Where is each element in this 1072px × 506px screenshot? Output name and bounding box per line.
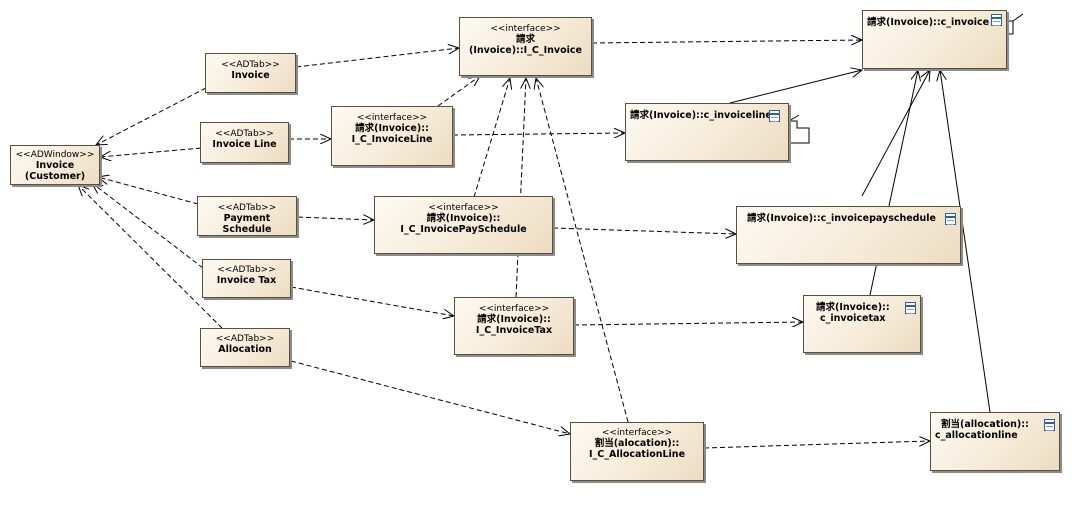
edge-if-invoicetax-tbl	[573, 322, 803, 325]
interface-name: 割当(alocation)::	[594, 438, 680, 449]
window-invoice-customer[interactable]: <<ADWindow>> Invoice (Customer)	[10, 145, 100, 185]
table-name: 請求(Invoice)::c_invoiceline	[630, 110, 772, 121]
table-name: 請求(Invoice)::c_invoice	[867, 17, 990, 28]
stereotype-label: <<ADTab>>	[215, 334, 275, 344]
edge-tab-payschedule-if	[297, 217, 374, 220]
window-name: Invoice	[35, 160, 75, 171]
stereotype-label: <<ADWindow>>	[15, 150, 95, 160]
interface-i-c-invoice[interactable]: <<interface>> 請求(Invoice)::I_C_Invoice	[459, 17, 592, 76]
table-name: 請求(Invoice)::c_invoicepayschedule	[747, 213, 936, 224]
table-c-allocationline[interactable]: 割当(allocation):: c_allocationline	[930, 412, 1060, 471]
tab-invoice[interactable]: <<ADTab>> Invoice	[205, 53, 296, 93]
interface-i-c-allocationline[interactable]: <<interface>> 割当(alocation):: I_C_Alloca…	[570, 422, 704, 481]
tab-payment-schedule[interactable]: <<ADTab>> Payment Schedule	[197, 196, 297, 236]
table-name: 割当(allocation)::	[941, 419, 1029, 430]
edge-tbl-invoiceline-self	[789, 120, 810, 144]
table-icon	[905, 302, 916, 314]
tab-name: Payment Schedule	[222, 213, 272, 235]
edge-tab-invoicetax-window	[92, 183, 204, 269]
edge-tbl-invoiceline-self-arrow	[788, 114, 800, 122]
tab-invoice-line[interactable]: <<ADTab>> Invoice Line	[200, 122, 289, 163]
edge-if-invoiceline-if-invoice	[437, 76, 480, 107]
edge-tab-allocation-window	[78, 185, 223, 329]
interface-name-line2: I_C_InvoiceLine	[351, 134, 433, 145]
table-icon	[1044, 419, 1055, 431]
stereotype-label: <<ADTab>>	[217, 265, 276, 275]
edge-if-allocationline-if-invoice	[536, 78, 629, 423]
stereotype-label: <<interface>>	[356, 113, 428, 123]
edge-tab-payschedule-window	[98, 177, 199, 205]
tab-invoice-tax[interactable]: <<ADTab>> Invoice Tax	[202, 259, 291, 298]
stereotype-label: <<ADTab>>	[215, 129, 274, 139]
stereotype-label: <<interface>>	[428, 203, 499, 213]
table-c-invoice[interactable]: 請求(Invoice)::c_invoice	[862, 10, 1007, 69]
edge-tbl-allocationline-tbl-invoice	[940, 70, 991, 413]
edge-tab-invoice-if	[295, 48, 459, 68]
interface-name-line2: I_C_InvoicePaySchedule	[400, 224, 527, 235]
edge-if-allocationline-tbl	[703, 441, 930, 449]
table-c-invoicepayschedule[interactable]: 請求(Invoice)::c_invoicepayschedule	[736, 206, 961, 264]
table-name: 請求(Invoice)::	[816, 302, 890, 313]
edge-if-invoiceline-tbl	[452, 133, 625, 135]
interface-i-c-invoiceline[interactable]: <<interface>> 請求(Invoice):: I_C_InvoiceL…	[331, 106, 453, 166]
edge-if-invoice-tbl	[591, 40, 862, 43]
edge-tbl-invoiceline-tbl-invoice	[729, 70, 862, 104]
edge-if-payschedule-tbl	[552, 227, 736, 234]
table-icon	[769, 110, 780, 122]
stereotype-label: <<ADTab>>	[221, 60, 280, 70]
stereotype-label: <<ADTab>>	[217, 203, 277, 213]
window-name-line2: (Customer)	[24, 171, 86, 182]
table-name-line2: c_allocationline	[935, 430, 1018, 441]
stereotype-label: <<interface>>	[601, 428, 673, 438]
tab-allocation[interactable]: <<ADTab>> Allocation	[200, 328, 290, 367]
edge-if-payschedule-if-invoice	[473, 78, 510, 198]
table-name-line2: c_invoicetax	[820, 313, 886, 324]
interface-i-c-invoicetax[interactable]: <<interface>> 請求(Invoice):: I_C_InvoiceT…	[454, 297, 574, 355]
tab-name: Invoice Line	[212, 139, 277, 150]
edge-tbl-invoice-self	[1007, 20, 1014, 35]
stereotype-label: <<interface>>	[478, 304, 550, 314]
tab-name: Invoice	[231, 70, 270, 81]
tab-name: Invoice Tax	[216, 275, 277, 286]
interface-name-line2: I_C_AllocationLine	[588, 449, 686, 460]
edge-tab-invoicetax-if	[290, 286, 454, 316]
interface-name: 請求(Invoice)::	[355, 123, 429, 134]
interface-name: 請求(Invoice)::	[426, 213, 501, 224]
edge-tab-allocation-if	[290, 360, 570, 434]
table-c-invoiceline[interactable]: 請求(Invoice)::c_invoiceline	[625, 103, 789, 161]
table-icon	[991, 14, 1002, 26]
edge-tab-invoice-window	[96, 87, 207, 145]
table-c-invoicetax[interactable]: 請求(Invoice):: c_invoicetax	[803, 295, 921, 353]
interface-i-c-invoicepayschedule[interactable]: <<interface>> 請求(Invoice):: I_C_InvoiceP…	[374, 196, 553, 254]
table-icon	[945, 213, 956, 225]
interface-name-line2: I_C_InvoiceTax	[475, 325, 553, 336]
tab-name: Allocation	[218, 344, 272, 355]
edge-if-invoicetax-if-invoice	[515, 78, 526, 298]
interface-name: 請求(Invoice)::	[477, 314, 551, 325]
interface-name: 請求(Invoice)::I_C_Invoice	[469, 34, 582, 56]
edge-tbl-payschedule-tbl-invoice	[861, 70, 930, 197]
edge-tab-invoiceline-window	[100, 147, 202, 157]
edge-tbl-invoice-self-arrow	[1012, 13, 1024, 22]
stereotype-label: <<interface>>	[490, 24, 561, 34]
